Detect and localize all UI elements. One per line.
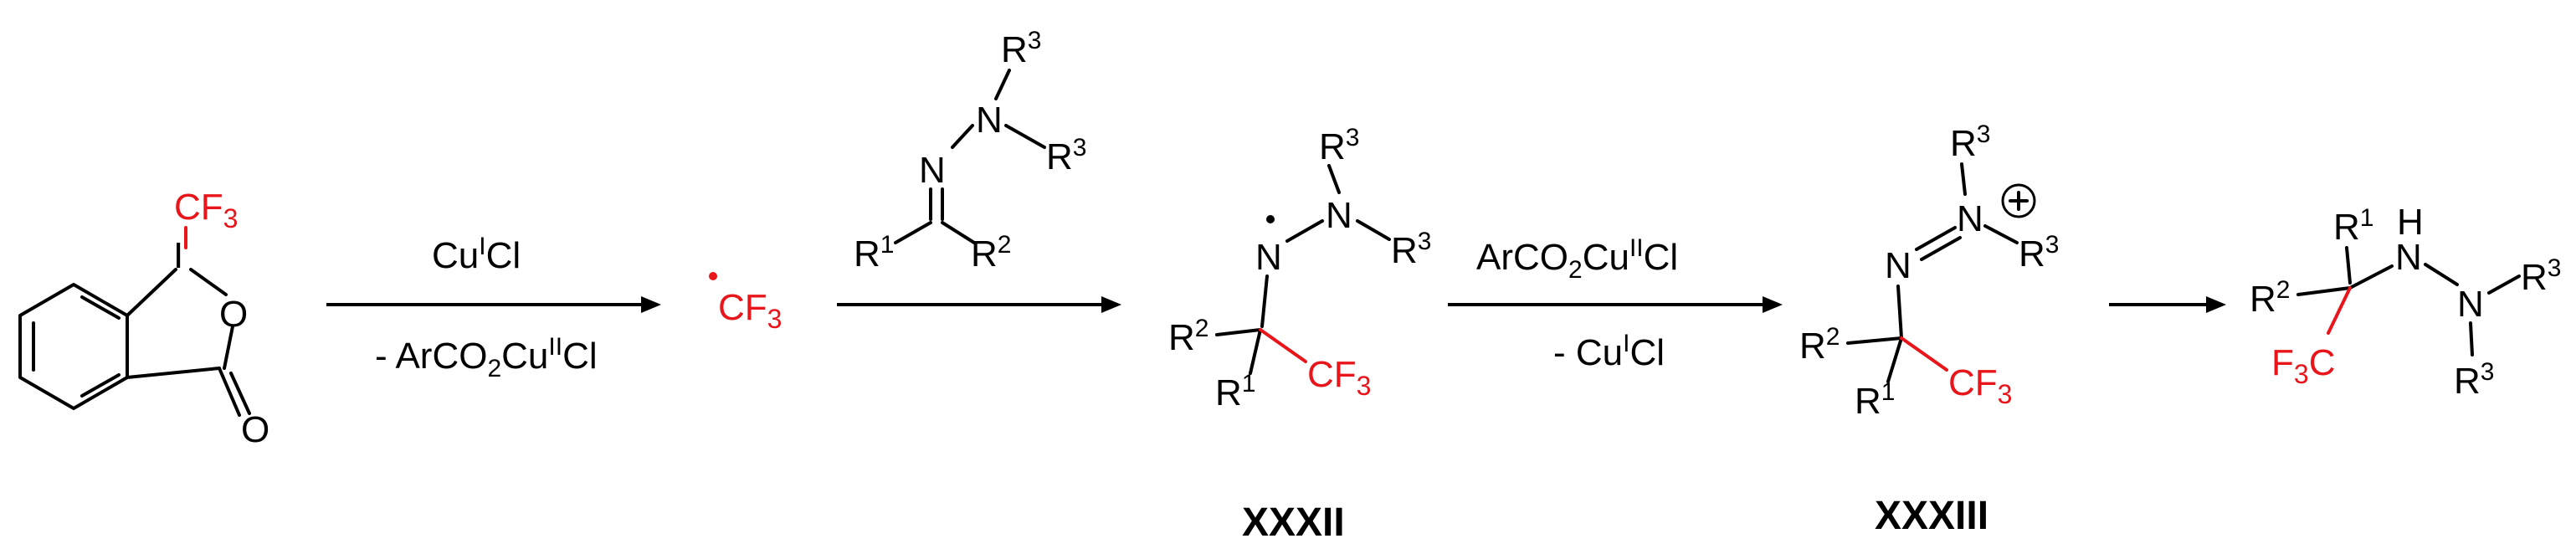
radical-dot <box>709 272 717 280</box>
product-n2: N <box>2457 284 2484 325</box>
aromatic-double-bond <box>80 295 121 320</box>
xxxii-r3-top: R3 <box>1319 124 1359 167</box>
step1-reagent-above: CuICl <box>432 233 521 276</box>
product-nh: N <box>2395 237 2422 278</box>
hydrazone-n1: N <box>919 150 946 191</box>
n-radical-dot <box>1266 215 1275 223</box>
hydrazone-reagent: R3 N R3 N R1 R2 <box>854 27 1086 274</box>
product-h: H <box>2397 202 2424 243</box>
xxxii-n2: N <box>1326 195 1352 236</box>
iodine-atom: I <box>173 235 183 276</box>
step3-reagent-above: ArCO2CuIICl <box>1476 234 1678 284</box>
product-r3-right: R3 <box>2521 254 2561 298</box>
ring-oxygen-atom: O <box>219 294 248 335</box>
xxxii-n-radical: N <box>1255 237 1282 278</box>
i-o-bond <box>189 268 228 296</box>
reaction-arrow-1: CuICl - ArCO2CuIICl <box>326 233 661 382</box>
label-XXXIII: XXXIII <box>1875 494 1988 538</box>
xxxiii-n1: N <box>1885 245 1911 286</box>
togni-reagent: I O O CF3 <box>18 187 269 450</box>
intermediate-XXXII: R3 N R3 N R2 R1 CF3 XXXII <box>1168 124 1431 545</box>
xxxiii-n2: N <box>1957 198 1983 239</box>
product-hydrazine: R1 R2 H N N R3 R3 F3C <box>2250 202 2561 402</box>
cf3-group: CF3 <box>174 187 238 233</box>
product-r3-bottom: R3 <box>2454 358 2494 402</box>
product-r1: R1 <box>2333 204 2373 248</box>
reaction-arrow-2 <box>837 296 1121 313</box>
xxxii-r2: R2 <box>1168 315 1208 358</box>
label-XXXII: XXXII <box>1242 500 1345 545</box>
ring-c-c-bond <box>126 367 221 379</box>
hydrazone-n2: N <box>976 100 1003 141</box>
xxxii-r3-right: R3 <box>1391 228 1431 271</box>
reaction-arrow-3: ArCO2CuIICl - CuICl <box>1448 234 1783 373</box>
carbonyl-double-bond <box>229 372 251 415</box>
xxxiii-r3-right: R3 <box>2019 231 2059 274</box>
hydrazone-r1: R1 <box>854 231 894 274</box>
c-i-bond <box>126 268 177 317</box>
cf3-radical: CF3 <box>709 272 782 334</box>
step3-reagent-below: - CuICl <box>1553 330 1665 373</box>
benzene-ring <box>18 283 129 410</box>
positive-charge <box>2001 183 2036 218</box>
xxxiii-r3-top: R3 <box>1950 121 1990 164</box>
xxxiii-cf3: CF3 <box>1948 362 2012 409</box>
carbonyl-oxygen-atom: O <box>241 409 269 450</box>
product-r2: R2 <box>2250 276 2290 320</box>
cf3-radical-label: CF3 <box>718 287 782 334</box>
aromatic-double-bond <box>80 373 121 398</box>
intermediate-XXXIII: R3 N R3 N R2 R1 CF3 XXXIII <box>1799 121 2059 538</box>
xxxii-r1: R1 <box>1215 370 1255 413</box>
xxxii-cf3: CF3 <box>1307 354 1371 401</box>
hydrazone-r3-top: R3 <box>1001 27 1041 70</box>
xxxiii-r2: R2 <box>1799 323 1840 367</box>
hydrazone-r2: R2 <box>971 231 1011 274</box>
step1-reagent-below: - ArCO2CuIICl <box>375 333 598 382</box>
hydrazone-r3-right: R3 <box>1046 134 1086 177</box>
reaction-arrow-4 <box>2109 296 2226 313</box>
product-cf3: F3C <box>2271 342 2335 389</box>
xxxiii-r1: R1 <box>1855 378 1895 422</box>
carbonyl-bond <box>218 367 241 417</box>
o-c-bond <box>223 325 234 370</box>
